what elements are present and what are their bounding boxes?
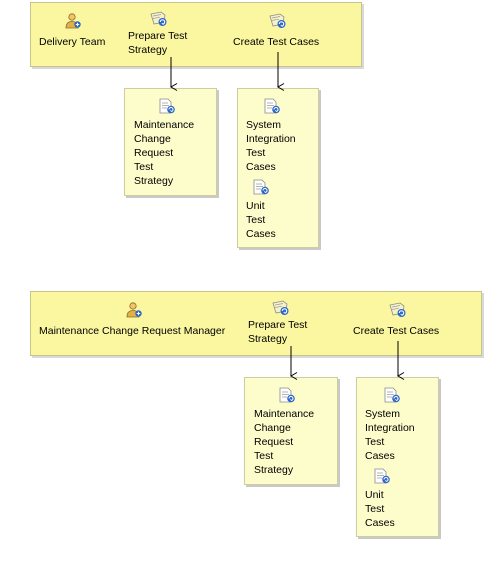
task-node[interactable]: Prepare Test Strategy [248, 300, 328, 346]
task-label: Prepare Test Strategy [128, 30, 188, 56]
task-node[interactable]: Prepare Test Strategy [128, 11, 208, 57]
output-box: Maintenance Change Request Test Strategy [124, 88, 217, 196]
activity-lane-2 [30, 291, 482, 356]
work-product-document-icon [373, 468, 391, 484]
task-gear-icon [150, 11, 168, 27]
work-product-label: System Integration Test Cases [246, 119, 296, 173]
role-person-icon [125, 302, 143, 318]
task-label: Create Test Cases [353, 325, 440, 337]
work-product-node[interactable]: Unit Test Cases [365, 468, 437, 530]
output-box: System Integration Test Cases Unit Test … [356, 377, 439, 537]
work-product-node[interactable]: Maintenance Change Request Test Strategy [134, 98, 214, 188]
work-product-node[interactable]: System Integration Test Cases [365, 387, 437, 463]
output-box: Maintenance Change Request Test Strategy [244, 377, 338, 485]
task-gear-icon [389, 302, 407, 318]
task-gear-icon [269, 13, 287, 29]
task-label: Create Test Cases [233, 36, 320, 48]
task-label: Prepare Test Strategy [248, 319, 308, 345]
task-node[interactable]: Create Test Cases [233, 13, 333, 49]
work-product-document-icon [383, 387, 401, 403]
role-node[interactable]: Delivery Team [39, 13, 114, 49]
work-product-node[interactable]: System Integration Test Cases [246, 98, 318, 174]
work-product-label: System Integration Test Cases [365, 408, 415, 462]
role-label: Maintenance Change Request Manager [39, 325, 226, 337]
task-node[interactable]: Create Test Cases [353, 302, 453, 338]
activity-lane-1 [30, 2, 362, 67]
work-product-label: Maintenance Change Request Test Strategy [254, 408, 315, 476]
role-node[interactable]: Maintenance Change Request Manager [39, 302, 244, 338]
work-product-document-icon [158, 98, 176, 114]
work-product-node[interactable]: Maintenance Change Request Test Strategy [254, 387, 334, 477]
work-product-label: Maintenance Change Request Test Strategy [134, 119, 195, 187]
work-product-label: Unit Test Cases [365, 489, 395, 529]
work-product-document-icon [263, 98, 281, 114]
output-box: System Integration Test Cases Unit Test … [237, 88, 319, 248]
work-product-label: Unit Test Cases [246, 200, 276, 240]
work-product-node[interactable]: Unit Test Cases [246, 179, 318, 241]
role-person-icon [64, 13, 82, 29]
task-gear-icon [272, 300, 290, 316]
work-product-document-icon [278, 387, 296, 403]
role-label: Delivery Team [39, 36, 106, 48]
work-product-document-icon [252, 179, 270, 195]
